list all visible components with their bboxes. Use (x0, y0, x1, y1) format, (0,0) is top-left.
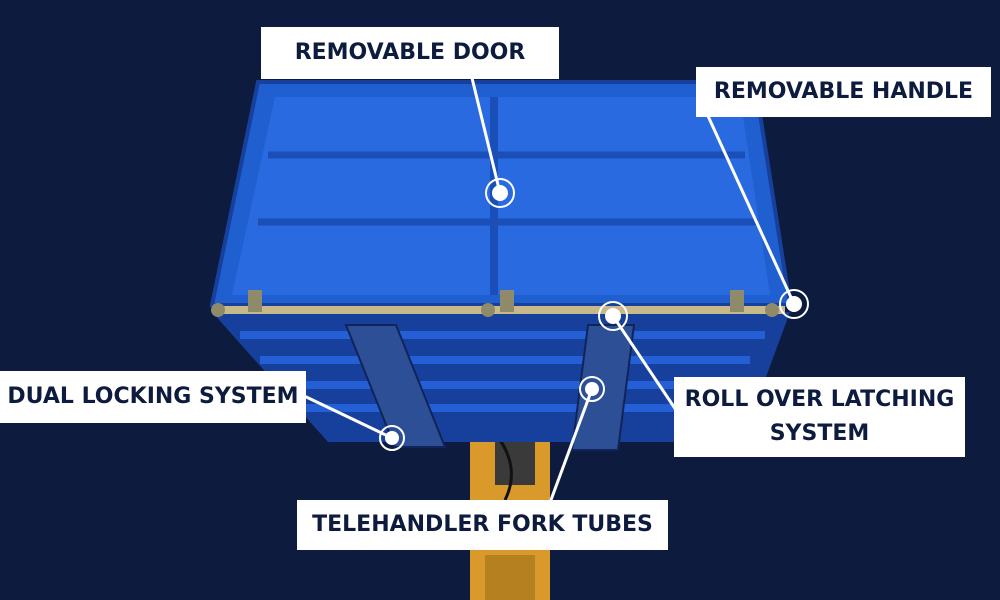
label-dual-locking-system-text: DUAL LOCKING SYSTEM (7, 384, 299, 409)
handle-bar (211, 290, 785, 317)
label-removable-door: REMOVABLE DOOR (261, 27, 559, 79)
marker-tele (579, 376, 605, 402)
label-removable-handle-text: REMOVABLE HANDLE (713, 79, 974, 104)
label-removable-door-text: REMOVABLE DOOR (294, 40, 526, 65)
marker-roll (598, 301, 628, 331)
leader-lines (299, 77, 796, 509)
leader-line-handle (706, 115, 796, 305)
leader-line-tele (546, 388, 594, 509)
label-roll-over-latching-line2: SYSTEM (769, 421, 870, 446)
label-removable-handle: REMOVABLE HANDLE (696, 67, 991, 117)
leader-line-roll (611, 315, 678, 411)
marker-handle (779, 289, 809, 319)
leader-line-door (470, 77, 502, 194)
leader-line-dual (299, 392, 393, 440)
marker-dual (379, 425, 405, 451)
label-roll-over-latching-line1: ROLL OVER LATCHING (684, 387, 955, 412)
label-telehandler-fork-tubes-text: TELEHANDLER FORK TUBES (312, 512, 653, 537)
label-roll-over-latching-system: ROLL OVER LATCHING SYSTEM (674, 377, 965, 457)
label-telehandler-fork-tubes: TELEHANDLER FORK TUBES (297, 500, 668, 550)
label-dual-locking-system: DUAL LOCKING SYSTEM (0, 371, 306, 423)
callout-markers (379, 178, 809, 451)
marker-door (485, 178, 515, 208)
